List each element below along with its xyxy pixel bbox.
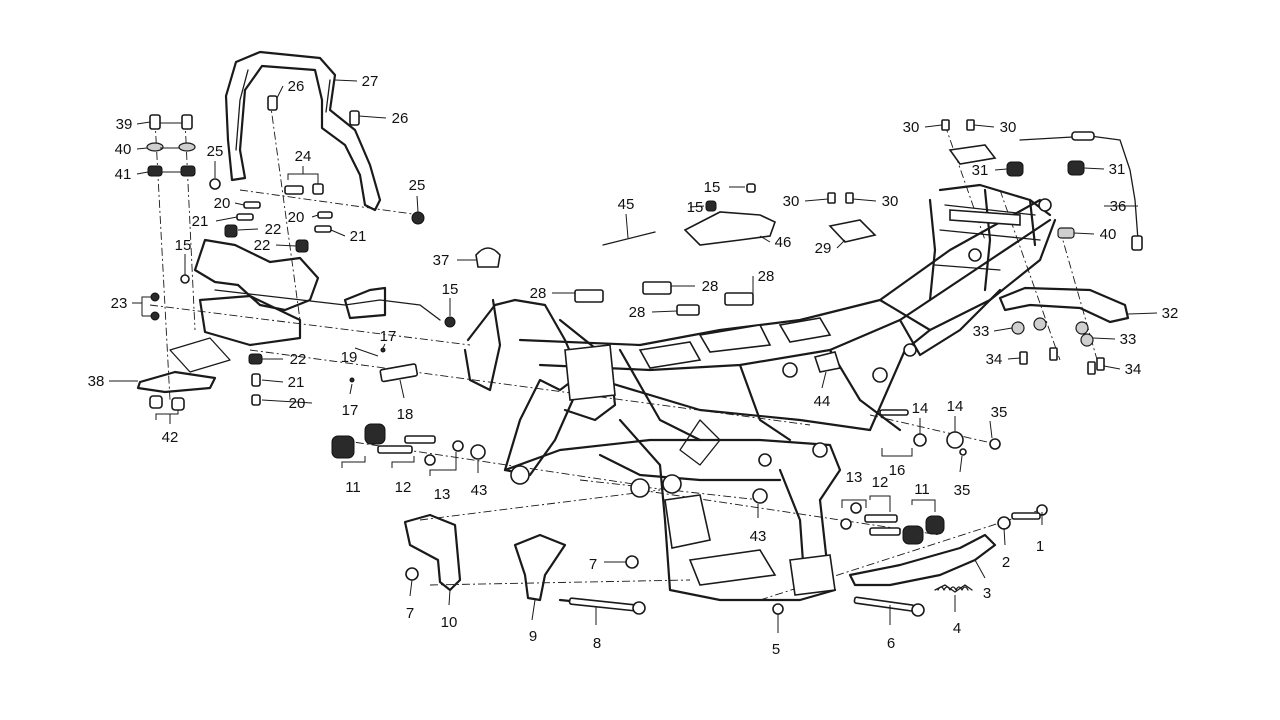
callout-30: 30 [903,119,920,136]
callout-24: 24 [295,148,312,165]
callout-7: 7 [589,556,597,573]
callout-22: 22 [254,237,271,254]
callout-11: 11 [345,479,361,496]
callout-31: 31 [1109,161,1126,178]
callout-41: 41 [115,166,132,183]
callout-20: 20 [289,395,306,412]
callout-7: 7 [406,605,414,622]
callout-44: 44 [814,393,831,410]
callout-20: 20 [288,209,305,226]
rear-fender-bracket [998,286,1130,324]
callout-9: 9 [529,628,537,645]
callout-25: 25 [409,177,426,194]
callout-28: 28 [530,285,547,302]
callout-15: 15 [175,237,192,254]
callout-40: 40 [115,141,132,158]
callout-43: 43 [750,528,767,545]
seat-cable [1019,131,1143,251]
callout-11: 11 [914,481,930,498]
callout-38: 38 [88,373,105,390]
callout-28: 28 [702,278,719,295]
callout-8: 8 [593,635,601,652]
callout-5: 5 [772,641,780,658]
callout-21: 21 [350,228,367,245]
callout-32: 32 [1162,305,1179,322]
small-parts [146,95,1105,617]
main-frame [463,183,1057,602]
callout-1: 1 [1036,538,1044,555]
callout-12: 12 [872,474,889,491]
callout-22: 22 [265,221,282,238]
callout-28: 28 [629,304,646,321]
callout-18: 18 [397,406,414,423]
callout-17: 17 [380,328,397,345]
callout-21: 21 [192,213,209,230]
tray-bracket [683,211,776,246]
callout-33: 33 [1120,331,1137,348]
callout-39: 39 [116,116,133,133]
callout-15: 15 [704,179,721,196]
rear-guard-bracket [224,50,382,212]
callout-33: 33 [973,323,990,340]
callout-29: 29 [815,240,832,257]
callout-34: 34 [986,351,1003,368]
left-rear-bracket [136,238,441,394]
side-stand [848,533,997,593]
callout-13: 13 [846,469,863,486]
callout-30: 30 [882,193,899,210]
callout-35: 35 [991,404,1008,421]
assembly-lines [149,99,1101,601]
leader-lines [109,79,1158,633]
callout-19: 19 [341,349,358,366]
callout-21: 21 [288,374,305,391]
callout-6: 6 [887,635,895,652]
callout-31: 31 [972,162,989,179]
callout-14: 14 [912,400,929,417]
callout-22: 22 [290,351,307,368]
callout-10: 10 [441,614,458,631]
callout-15: 15 [442,281,459,298]
callout-25: 25 [207,143,224,160]
callout-12: 12 [395,479,412,496]
callout-23: 23 [111,295,128,312]
callout-40: 40 [1100,226,1117,243]
callout-27: 27 [362,73,379,90]
callout-46: 46 [775,234,792,251]
callout-34: 34 [1125,361,1142,378]
callout-45: 45 [618,196,635,213]
callout-15: 15 [687,199,704,216]
callout-13: 13 [434,486,451,503]
callout-35: 35 [954,482,971,499]
callout-4: 4 [953,620,961,637]
callout-30: 30 [783,193,800,210]
callout-36: 36 [1110,198,1127,215]
callout-20: 20 [214,195,231,212]
callout-17: 17 [342,402,359,419]
callout-37: 37 [433,252,450,269]
callout-30: 30 [1000,119,1017,136]
callout-14: 14 [947,398,964,415]
callout-3: 3 [983,585,991,602]
callout-42: 42 [162,429,179,446]
callout-2: 2 [1002,554,1010,571]
callout-26: 26 [392,110,409,127]
callout-26: 26 [288,78,305,95]
callout-16: 16 [889,462,906,479]
callout-28: 28 [758,268,775,285]
callout-43: 43 [471,482,488,499]
